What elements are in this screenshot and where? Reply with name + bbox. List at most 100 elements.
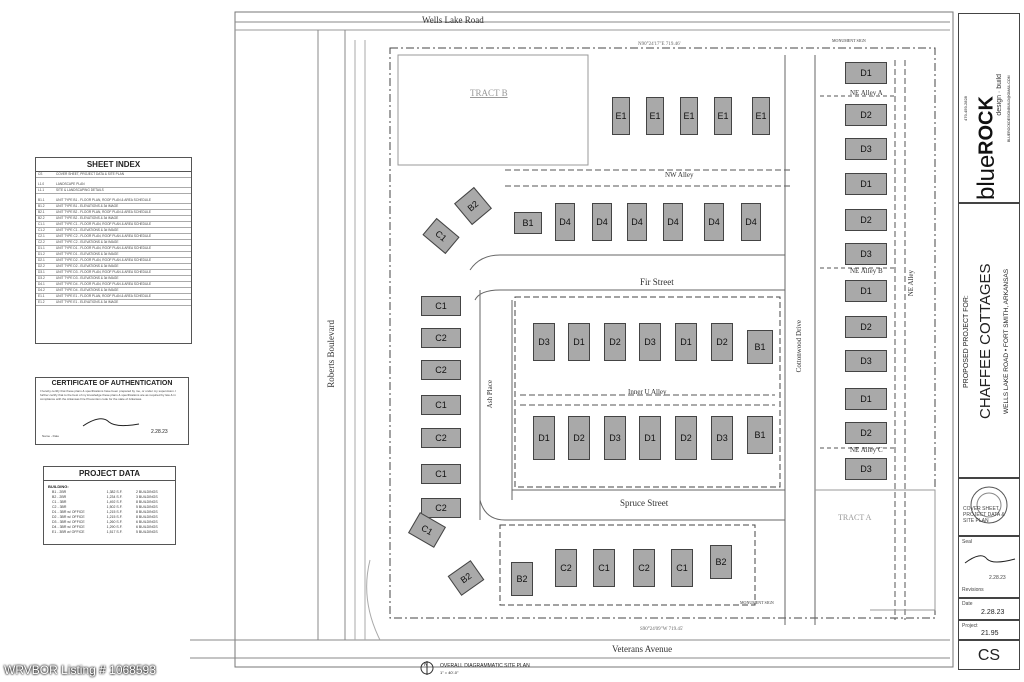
plan-scale: 1" = 40'-0": [440, 670, 459, 675]
building-c1: C1: [671, 549, 693, 587]
building-d2: D2: [845, 209, 887, 231]
building-d4: D4: [555, 203, 575, 241]
project-data-cell: 8 BUILDINGS: [135, 510, 158, 514]
title-signature-icon: [964, 555, 1016, 564]
project-data-row: D3 - 3BR w/ OFFICE 1,260 S.F. 6 BUILDINGS: [44, 520, 175, 525]
building-d4: D4: [704, 203, 724, 241]
project-data-cell: 1,215 S.F.: [106, 510, 123, 514]
sheet-index-row: CS COVER SHEET, PROJECT DATA & SITE PLAN: [36, 172, 191, 178]
sheet-number: C1.2: [38, 228, 45, 232]
sheet-number: C2.2: [38, 240, 45, 244]
title-project-name: CHAFFEE COTTAGES: [977, 263, 994, 420]
sheet-description: UNIT TYPE D4 - ELEVATIONS & 3d IMAGE: [56, 288, 119, 292]
project-data-title: PROJECT DATA: [44, 467, 175, 481]
project-data-cell: B2 - 2BR: [52, 495, 67, 499]
sheet-description: UNIT TYPE B2 - ELEVATIONS & 3d IMAGE: [56, 216, 119, 220]
sheet-index-row: D2.1 UNIT TYPE D2 - FLOOR PLAN, ROOF PLAN…: [36, 258, 191, 264]
building-d2: D2: [845, 316, 887, 338]
building-d2: D2: [845, 422, 887, 444]
logo-blue: blue: [973, 154, 1000, 200]
sheet-number: D2.1: [38, 258, 45, 262]
sheet-number: CS: [38, 172, 43, 176]
project-data-cell: 6 BUILDINGS: [135, 520, 158, 524]
building-b1: B1: [514, 212, 542, 234]
title-date: 2.28.23: [981, 609, 1005, 616]
sheet-number: D3.1: [38, 270, 45, 274]
tract-a-label: TRACT A: [838, 513, 872, 522]
building-d4: D4: [627, 203, 647, 241]
building-d1: D1: [845, 173, 887, 195]
sheet-number: B2.1: [38, 210, 45, 214]
building-d2: D2: [675, 416, 697, 460]
building-d2: D2: [568, 416, 590, 460]
building-d3: D3: [845, 138, 887, 160]
building-e1: E1: [612, 97, 630, 135]
building-c2: C2: [421, 428, 461, 448]
sheet-number: B1.2: [38, 204, 45, 208]
building-c2: C2: [421, 328, 461, 348]
title-sheet-desc: COVER SHEET, PROJECT DATA & SITE PLAN: [963, 506, 1005, 524]
title-email: BLUEROCKDESIGNBUILD@GMAIL.COM: [1007, 75, 1011, 143]
project-data-cell: 3 BUILDINGS: [135, 495, 158, 499]
sheet-description: UNIT TYPE E1 - ELEVATIONS & 3d IMAGE: [56, 300, 119, 304]
title-phone: 479-459-2828: [963, 96, 968, 122]
sheet-number: D2.2: [38, 264, 45, 268]
project-data-cell: 6 BUILDINGS: [135, 525, 158, 529]
sheet-description: UNIT TYPE D1 - FLOOR PLAN, ROOF PLAN & A…: [56, 246, 152, 250]
sheet-number: D3.2: [38, 276, 45, 280]
building-c1: C1: [421, 464, 461, 484]
project-data-cell: 1,517 S.F.: [106, 530, 123, 534]
building-c2: C2: [421, 498, 461, 518]
building-d3: D3: [533, 323, 555, 361]
title-block-logo: 479-459-2828 BLUEROCKDESIGNBUILD@GMAIL.C…: [958, 13, 1020, 203]
sheet-description: SITE & LANDSCAPING DETAILS: [56, 188, 104, 192]
building-e1: E1: [646, 97, 664, 135]
road-veterans: Veterans Avenue: [612, 644, 673, 654]
sheet-number: B2.2: [38, 216, 45, 220]
certificate-title: CERTIFICATE OF AUTHENTICATION: [51, 380, 173, 387]
road-ne-alley-c: NE Alley C: [850, 446, 883, 454]
sheet-description: UNIT TYPE D2 - FLOOR PLAN, ROOF PLAN & A…: [56, 258, 152, 262]
project-data-cell: 1,260 S.F.: [106, 520, 123, 524]
building-d3: D3: [845, 243, 887, 265]
title-sheet-number: CS: [977, 647, 1001, 664]
sheet-description: COVER SHEET, PROJECT DATA & SITE PLAN: [56, 172, 125, 176]
project-data-cell: D4 - 3BR w/ OFFICE: [52, 525, 85, 529]
sheet-index-row: B2.2 UNIT TYPE B2 - ELEVATIONS & 3d IMAGE: [36, 216, 191, 222]
title-location: WELLS LAKE ROAD • FORT SMITH, ARKANSAS: [1003, 268, 1010, 415]
project-data-cell: 5 BUILDINGS: [135, 530, 158, 534]
title-block-sheet-desc: COVER SHEET, PROJECT DATA & SITE PLAN: [958, 502, 1020, 536]
building-d4: D4: [663, 203, 683, 241]
tract-b-label: TRACT B: [470, 88, 508, 98]
certificate-date: 2.28.23: [151, 429, 168, 435]
road-ash: Ash Place: [486, 380, 494, 409]
sheet-number: L1.0: [38, 182, 45, 186]
road-roberts: Roberts Boulevard: [326, 320, 336, 388]
sheet-description: UNIT TYPE E1 - FLOOR PLAN, ROOF PLAN & A…: [56, 294, 152, 298]
building-d2: D2: [604, 323, 626, 361]
certificate-text: I hereby certify that these plans & spec…: [40, 389, 177, 401]
title-project-label: Project: [962, 623, 978, 629]
building-d1: D1: [533, 416, 555, 460]
building-e1: E1: [752, 97, 770, 135]
road-fir: Fir Street: [640, 277, 674, 287]
project-data-cell: 2 BUILDINGS: [135, 490, 158, 494]
title-date-label: Date: [962, 601, 973, 607]
project-data-cell: D3 - 3BR w/ OFFICE: [52, 520, 85, 524]
sheet-description: UNIT TYPE D3 - FLOOR PLAN, ROOF PLAN & A…: [56, 270, 152, 274]
sheet-description: UNIT TYPE C1 - FLOOR PLAN, ROOF PLAN & A…: [56, 222, 152, 226]
project-data-cell: 1,502 S.F.: [106, 505, 123, 509]
building-c2: C2: [555, 549, 577, 587]
